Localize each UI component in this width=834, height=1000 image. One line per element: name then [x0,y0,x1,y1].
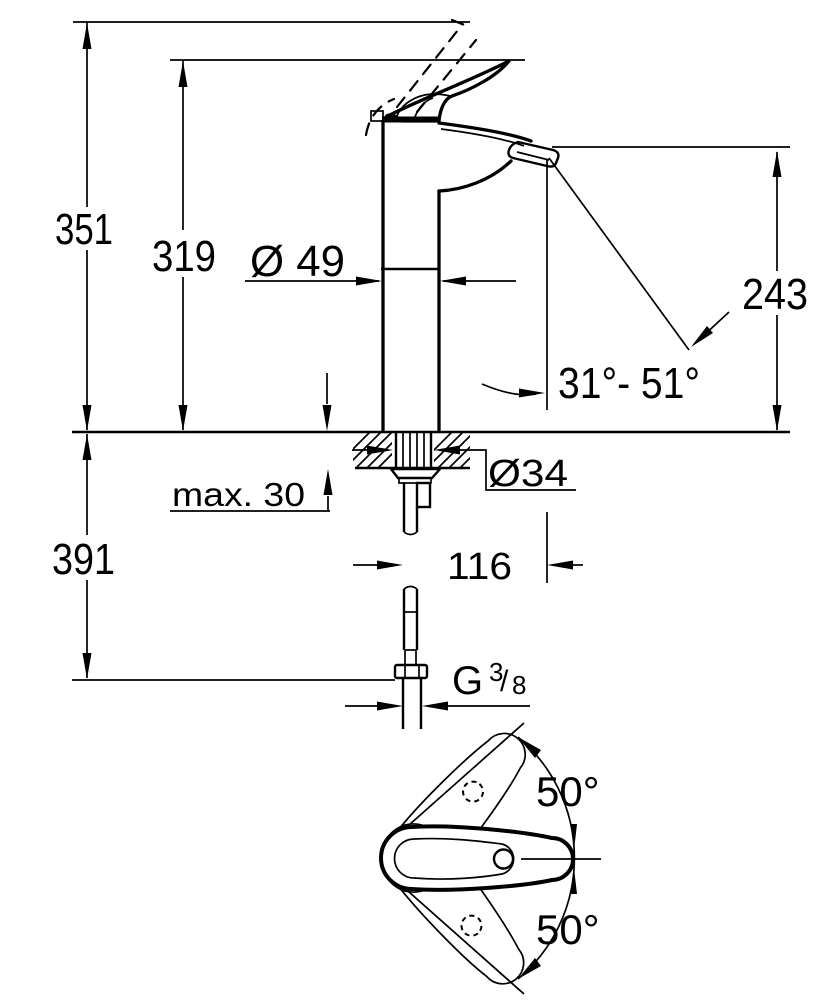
countertop-section [353,432,470,470]
dimension-labels: 351 319 Ø 49 243 31°- 51° max. 30 Ø34 39… [52,205,808,953]
dim-thread [345,701,530,711]
dim-spout-angle [481,157,730,410]
label-spout-angle-range: 31°- 51° [558,359,700,408]
label-lever-height: 319 [152,232,216,281]
faucet-body [370,110,533,433]
lever-handle-raised-dashed [364,18,478,137]
label-thread-numerator: 3 [489,657,503,687]
dim-body-diameter [245,276,516,286]
handle-outline [379,824,575,892]
label-hole-diameter: Ø34 [488,453,568,495]
mounting-hardware [388,467,443,509]
dim-lever-height [178,60,188,431]
label-thread-prefix: G [452,659,483,703]
swivel-lower-line [399,883,525,995]
label-thread-slash: / [500,665,509,698]
thread-connector [401,678,423,729]
dim-spout-height [552,146,790,431]
label-swivel-lower: 50° [536,906,600,953]
label-swivel-upper: 50° [536,768,600,815]
label-thread: G 3 / 8 [452,657,526,703]
lever-handle [384,59,511,123]
cartridge-circle [492,848,515,870]
dimension-lines [72,21,790,711]
side-elevation [353,18,560,729]
label-below-deck-length: 391 [52,535,115,584]
aerator-spout-outlet [507,140,560,168]
label-deck-thickness: max. 30 [172,476,305,513]
dim-deck-thickness [170,373,333,512]
dim-below-deck [72,434,395,681]
dim-overall-height [82,22,92,431]
swivel-upper-line [399,722,525,834]
label-spout-height: 243 [742,270,808,319]
supply-hose [393,483,429,680]
label-body-diameter: Ø 49 [250,237,345,286]
label-spout-projection: 116 [447,546,512,588]
swivel-arc [517,736,577,980]
dim-spout-projection [353,512,583,583]
label-thread-denominator: 8 [512,670,526,700]
label-overall-height: 351 [55,205,113,254]
plan-view [379,722,601,995]
